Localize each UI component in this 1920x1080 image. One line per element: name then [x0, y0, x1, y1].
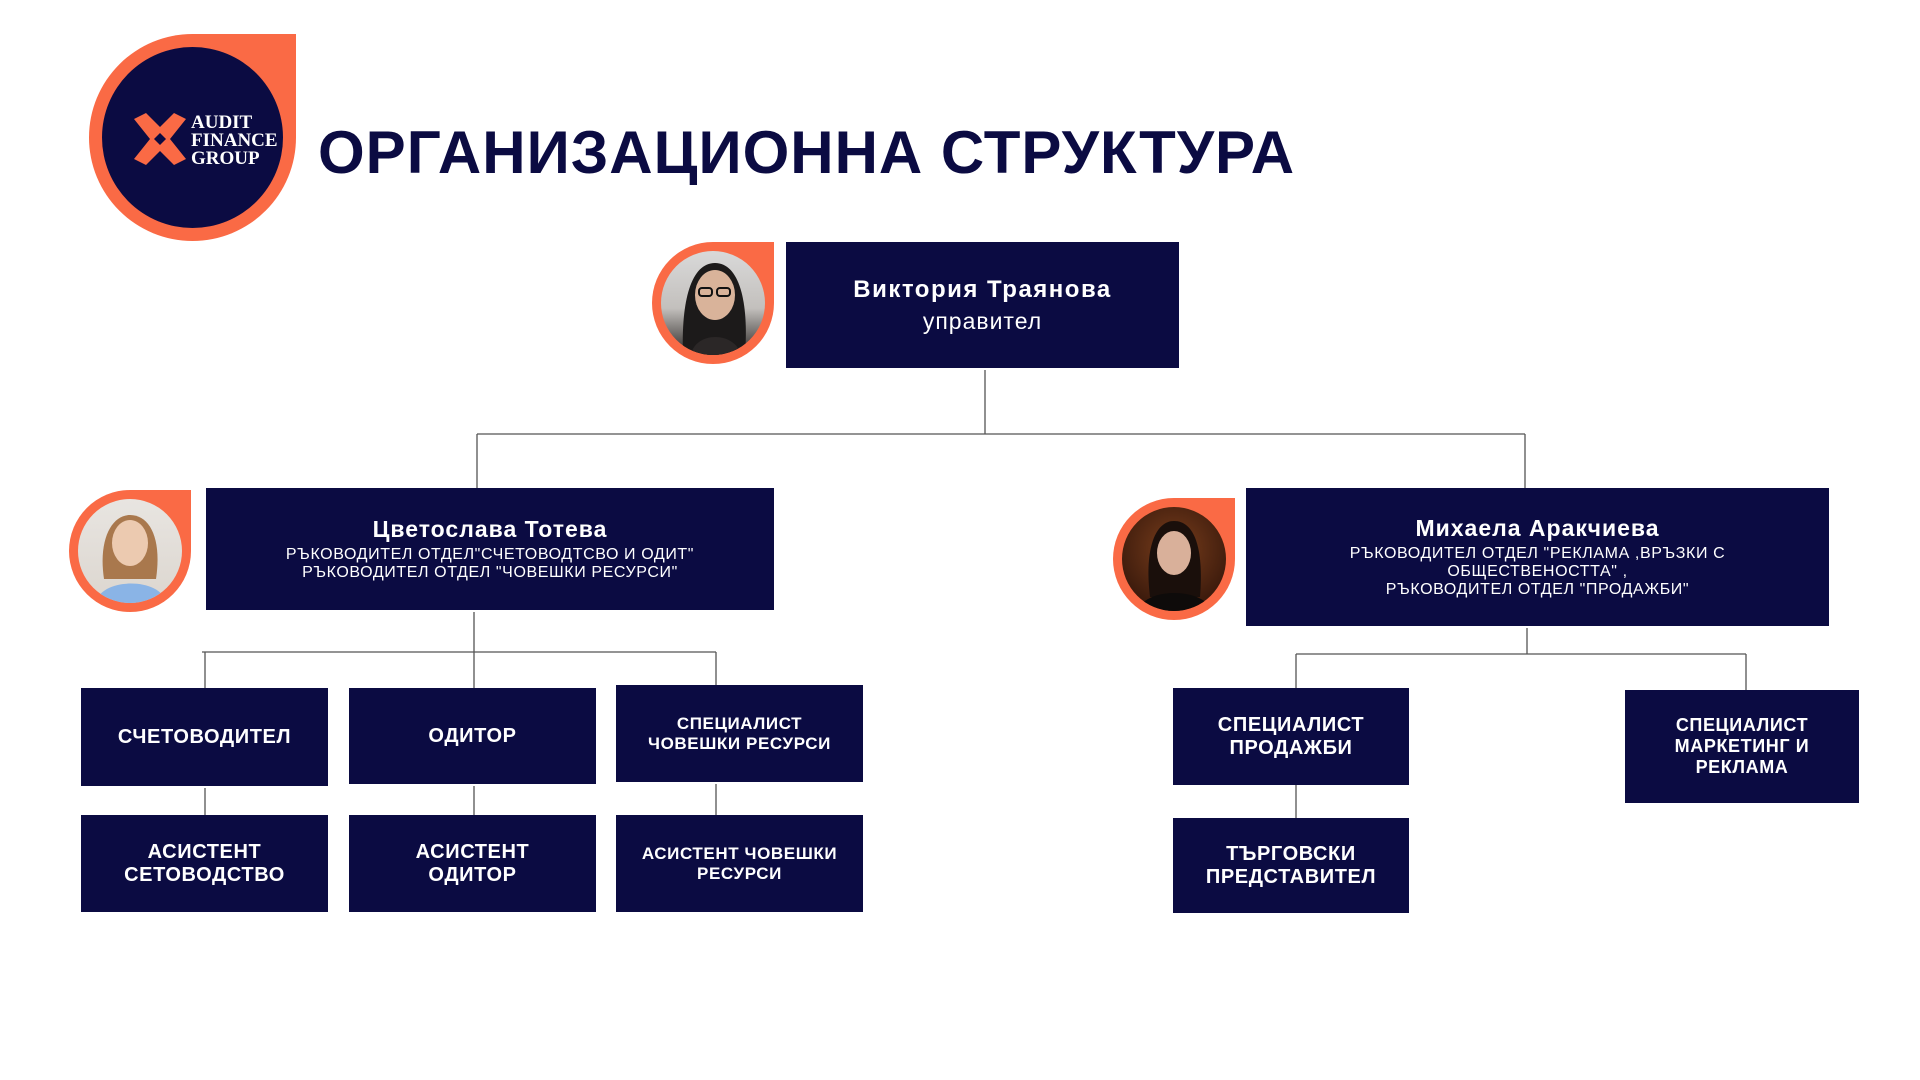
- person-photo-icon: [682, 263, 746, 355]
- left-head-role-1: РЪКОВОДИТЕЛ ОТДЕЛ"СЧЕТОВОДТСВО И ОДИТ": [285, 546, 695, 563]
- right-head-role-2: ОБЩЕСТВЕНОСТТА" ,: [1447, 563, 1628, 580]
- position-assistant-hr: АСИСТЕНТ ЧОВЕШКИ РЕСУРСИ: [616, 815, 863, 912]
- manager-title: управител: [922, 307, 1043, 334]
- manager-box: Виктория Траянова управител: [786, 242, 1179, 368]
- person-photo-icon: [96, 515, 166, 603]
- logo-emblem-icon: [134, 113, 186, 165]
- company-logo: AUDIT FINANCE GROUP: [89, 34, 296, 241]
- right-head-avatar: [1113, 498, 1235, 620]
- right-head-box: Михаела Аракчиева РЪКОВОДИТЕЛ ОТДЕЛ "РЕК…: [1246, 488, 1829, 626]
- left-head-avatar: [69, 490, 191, 612]
- position-assistant-auditor: АСИСТЕНТ ОДИТОР: [349, 815, 596, 912]
- position-sales-rep: ТЪРГОВСКИ ПРЕДСТАВИТЕЛ: [1173, 818, 1409, 913]
- manager-name: Виктория Траянова: [853, 275, 1112, 303]
- right-head-name: Михаела Аракчиева: [1415, 515, 1660, 541]
- position-marketing-specialist: СПЕЦИАЛИСТ МАРКЕТИНГ И РЕКЛАМА: [1625, 690, 1859, 803]
- position-accountant: СЧЕТОВОДИТЕЛ: [81, 688, 328, 786]
- left-head-box: Цветослава Тотева РЪКОВОДИТЕЛ ОТДЕЛ"СЧЕТ…: [206, 488, 774, 610]
- page-title: ОРГАНИЗАЦИОННА СТРУКТУРА: [318, 119, 1296, 186]
- right-head-role-1: РЪКОВОДИТЕЛ ОТДЕЛ "РЕКЛАМА ,ВРЪЗКИ С: [1349, 545, 1726, 562]
- left-head-role-2: РЪКОВОДИТЕЛ ОТДЕЛ "ЧОВЕШКИ РЕСУРСИ": [302, 564, 678, 581]
- position-auditor: ОДИТОР: [349, 688, 596, 784]
- logo-text: AUDIT FINANCE GROUP: [191, 112, 278, 169]
- position-assistant-accounting: АСИСТЕНТ СЕТОВОДСТВО: [81, 815, 328, 912]
- person-photo-icon: [1138, 521, 1212, 611]
- position-hr-specialist: СПЕЦИАЛИСТ ЧОВЕШКИ РЕСУРСИ: [616, 685, 863, 782]
- manager-avatar: [652, 242, 774, 364]
- position-sales-specialist: СПЕЦИАЛИСТ ПРОДАЖБИ: [1173, 688, 1409, 785]
- left-head-name: Цветослава Тотева: [372, 516, 608, 542]
- right-head-role-3: РЪКОВОДИТЕЛ ОТДЕЛ "ПРОДАЖБИ": [1385, 581, 1690, 598]
